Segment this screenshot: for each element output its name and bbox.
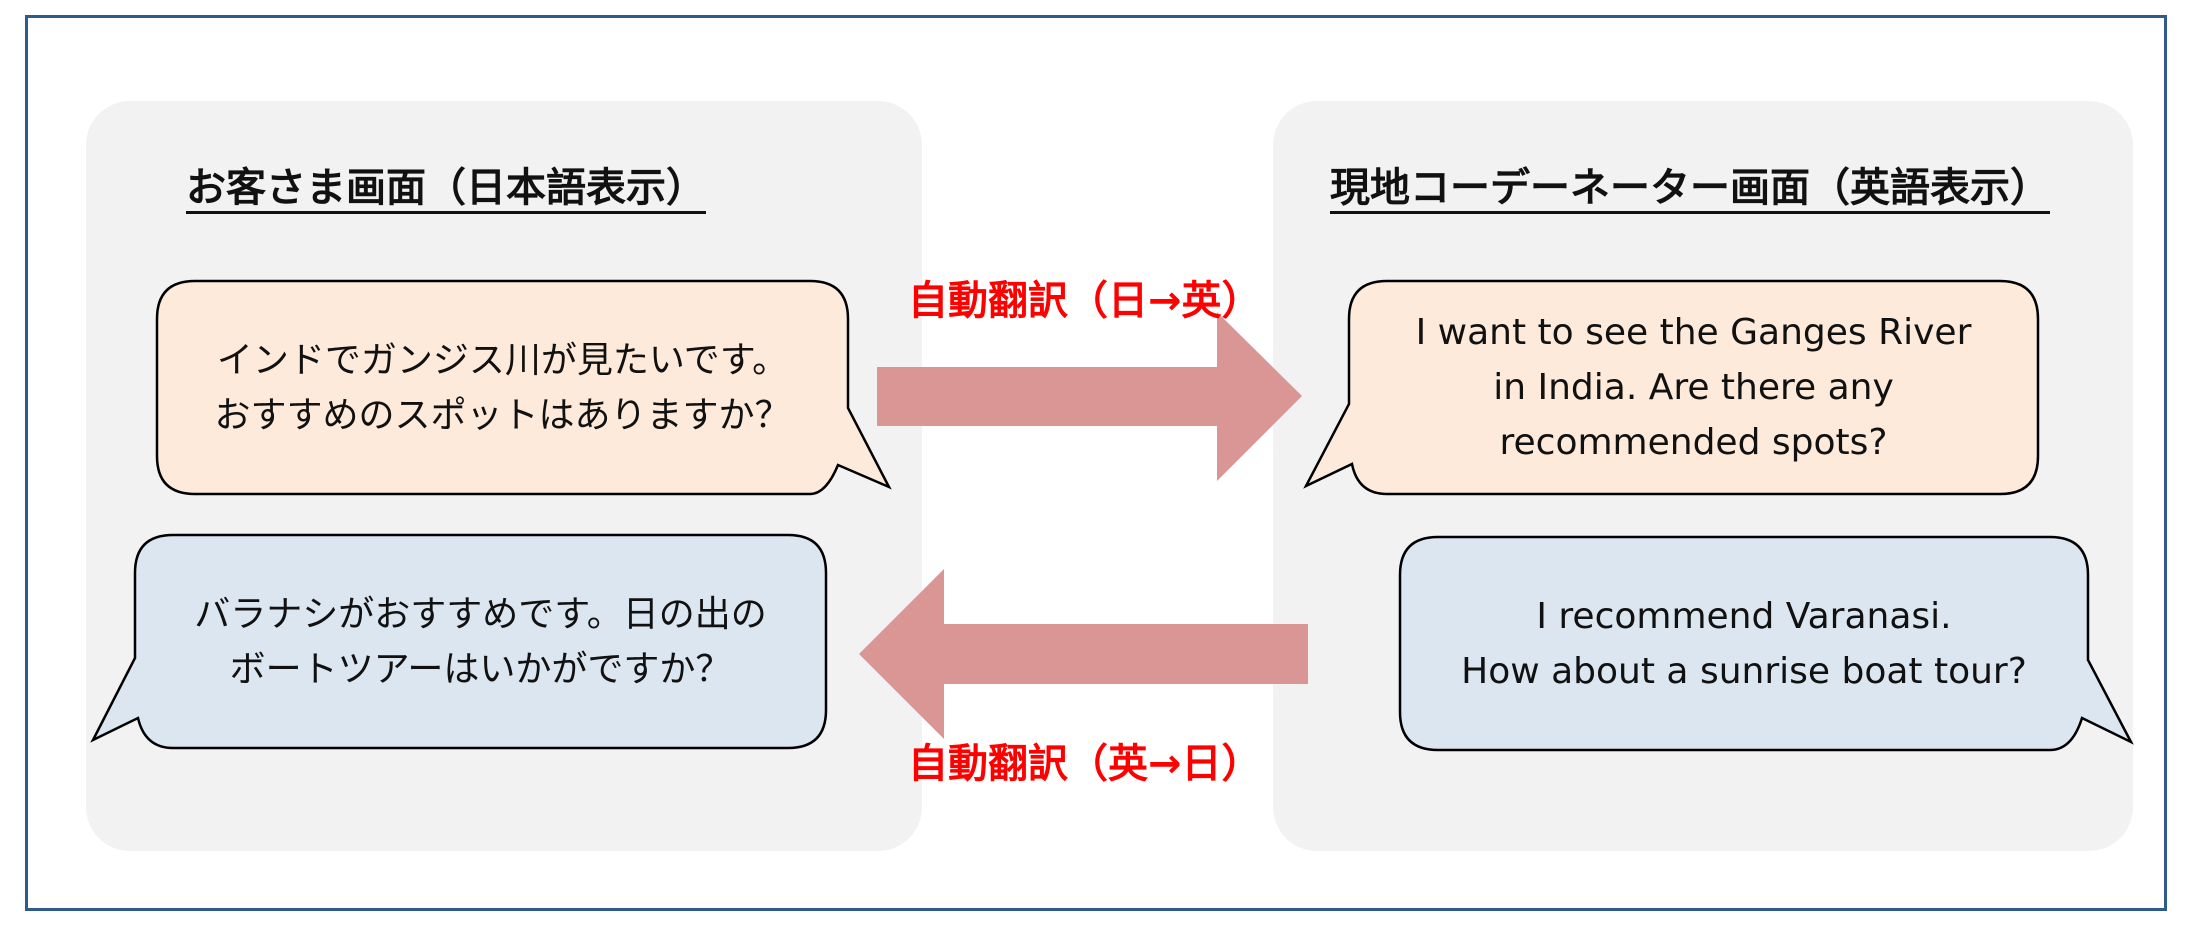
customer-question-text: インドでガンジス川が見たいです。 おすすめのスポットはありますか？ xyxy=(157,281,848,494)
customer-answer-text: バラナシがおすすめです。日の出の ボートツアーはいかがですか？ xyxy=(135,535,826,748)
bubble-line: I want to see the Ganges River xyxy=(1415,312,1972,353)
customer-screen-title: お客さま画面（日本語表示） xyxy=(186,165,706,211)
bubble-line: おすすめのスポットはありますか？ xyxy=(214,394,791,436)
coordinator-screen-title: 現地コーデーネーター画面（英語表示） xyxy=(1330,165,2050,211)
bubble-line: How about a sunrise boat tour? xyxy=(1461,650,2027,692)
coordinator-question-text: I want to see the Ganges River in India.… xyxy=(1349,281,2038,494)
bubble-line: ボートツアーはいかがですか？ xyxy=(229,648,732,690)
bubble-line: in India. Are there any xyxy=(1493,367,1894,408)
customer-answer-bubble xyxy=(90,533,828,750)
bubble-line: I recommend Varanasi. xyxy=(1536,595,1952,637)
translation-label-ja-to-en: 自動翻訳（日→英） xyxy=(908,278,1262,324)
coordinator-answer-bubble xyxy=(1398,535,2134,752)
arrow-left xyxy=(859,569,1308,739)
bubble-line: バラナシがおすすめです。日の出の xyxy=(194,593,767,635)
arrow-right xyxy=(877,312,1302,481)
coordinator-question-bubble xyxy=(1303,279,2040,496)
bubble-line: インドでガンジス川が見たいです。 xyxy=(216,339,789,381)
outer-frame xyxy=(25,15,2167,911)
bubble-line: recommended spots? xyxy=(1499,422,1888,463)
customer-question-bubble xyxy=(155,279,892,496)
translation-label-en-to-ja: 自動翻訳（英→日） xyxy=(908,741,1262,787)
coordinator-answer-text: I recommend Varanasi. How about a sunris… xyxy=(1400,537,2088,750)
